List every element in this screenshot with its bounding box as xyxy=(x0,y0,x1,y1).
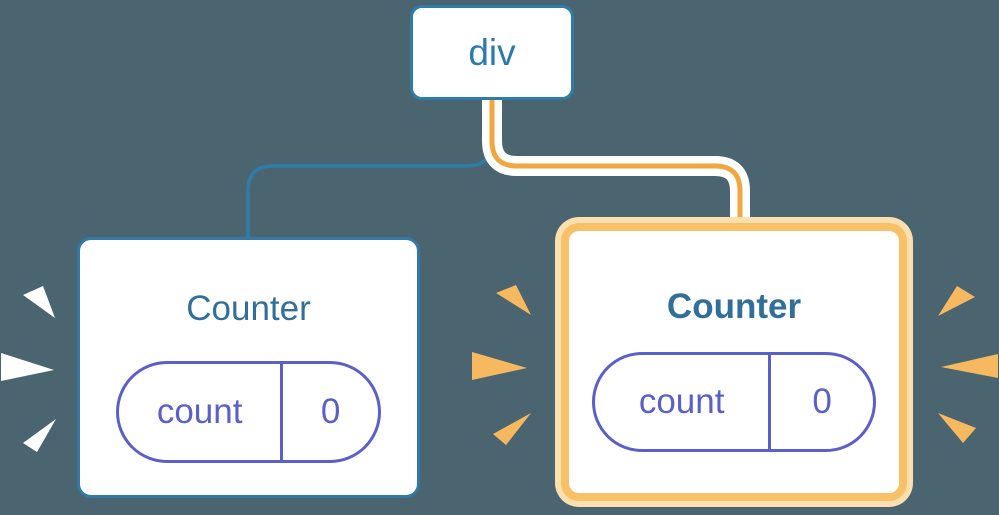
counter-card-left-state-pill: count 0 xyxy=(116,361,381,463)
spark-right-counter-right-top xyxy=(938,286,975,316)
spark-right-counter-left-top xyxy=(496,285,531,315)
spark-right-counter-left-bottom xyxy=(493,413,531,445)
spark-right-counter-right-bottom xyxy=(938,413,976,443)
state-key-label: count xyxy=(595,355,772,449)
counter-card-right-title: Counter xyxy=(666,287,802,326)
counter-card-left: Counter count 0 xyxy=(77,237,420,498)
spark-left-counter-top xyxy=(23,286,55,318)
edge-highlight-casing xyxy=(482,95,750,217)
tree-node-root-label: div xyxy=(468,31,516,73)
spark-left-counter-bottom xyxy=(23,419,56,452)
spark-left-counter-middle xyxy=(1,353,54,381)
counter-card-right-highlighted: Counter count 0 xyxy=(561,223,907,501)
edge-root-to-right-counter xyxy=(489,95,743,228)
counter-card-left-title: Counter xyxy=(186,289,311,328)
spark-right-counter-right-middle xyxy=(941,354,998,378)
state-value-label: 0 xyxy=(812,382,832,421)
counter-card-right-state-pill: count 0 xyxy=(592,352,876,452)
edge-root-to-left-counter xyxy=(246,95,494,241)
state-value-label: 0 xyxy=(320,392,341,431)
tree-node-root: div xyxy=(410,5,574,100)
state-key-label: count xyxy=(119,364,284,460)
spark-right-counter-left-middle xyxy=(472,352,527,380)
